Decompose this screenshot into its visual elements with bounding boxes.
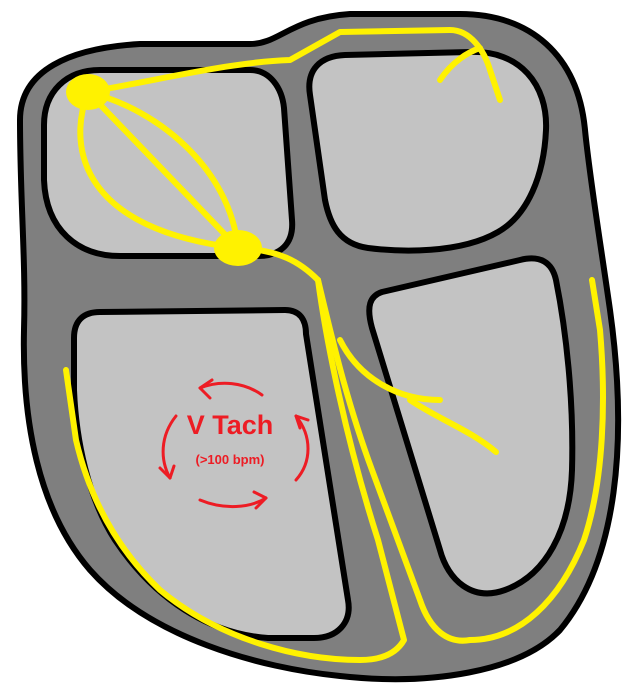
left-atrium <box>309 52 546 251</box>
av-node <box>214 230 262 266</box>
sa-node <box>66 74 110 110</box>
arrhythmia-rate: (>100 bpm) <box>150 452 310 467</box>
arrhythmia-name: V Tach <box>150 410 310 441</box>
